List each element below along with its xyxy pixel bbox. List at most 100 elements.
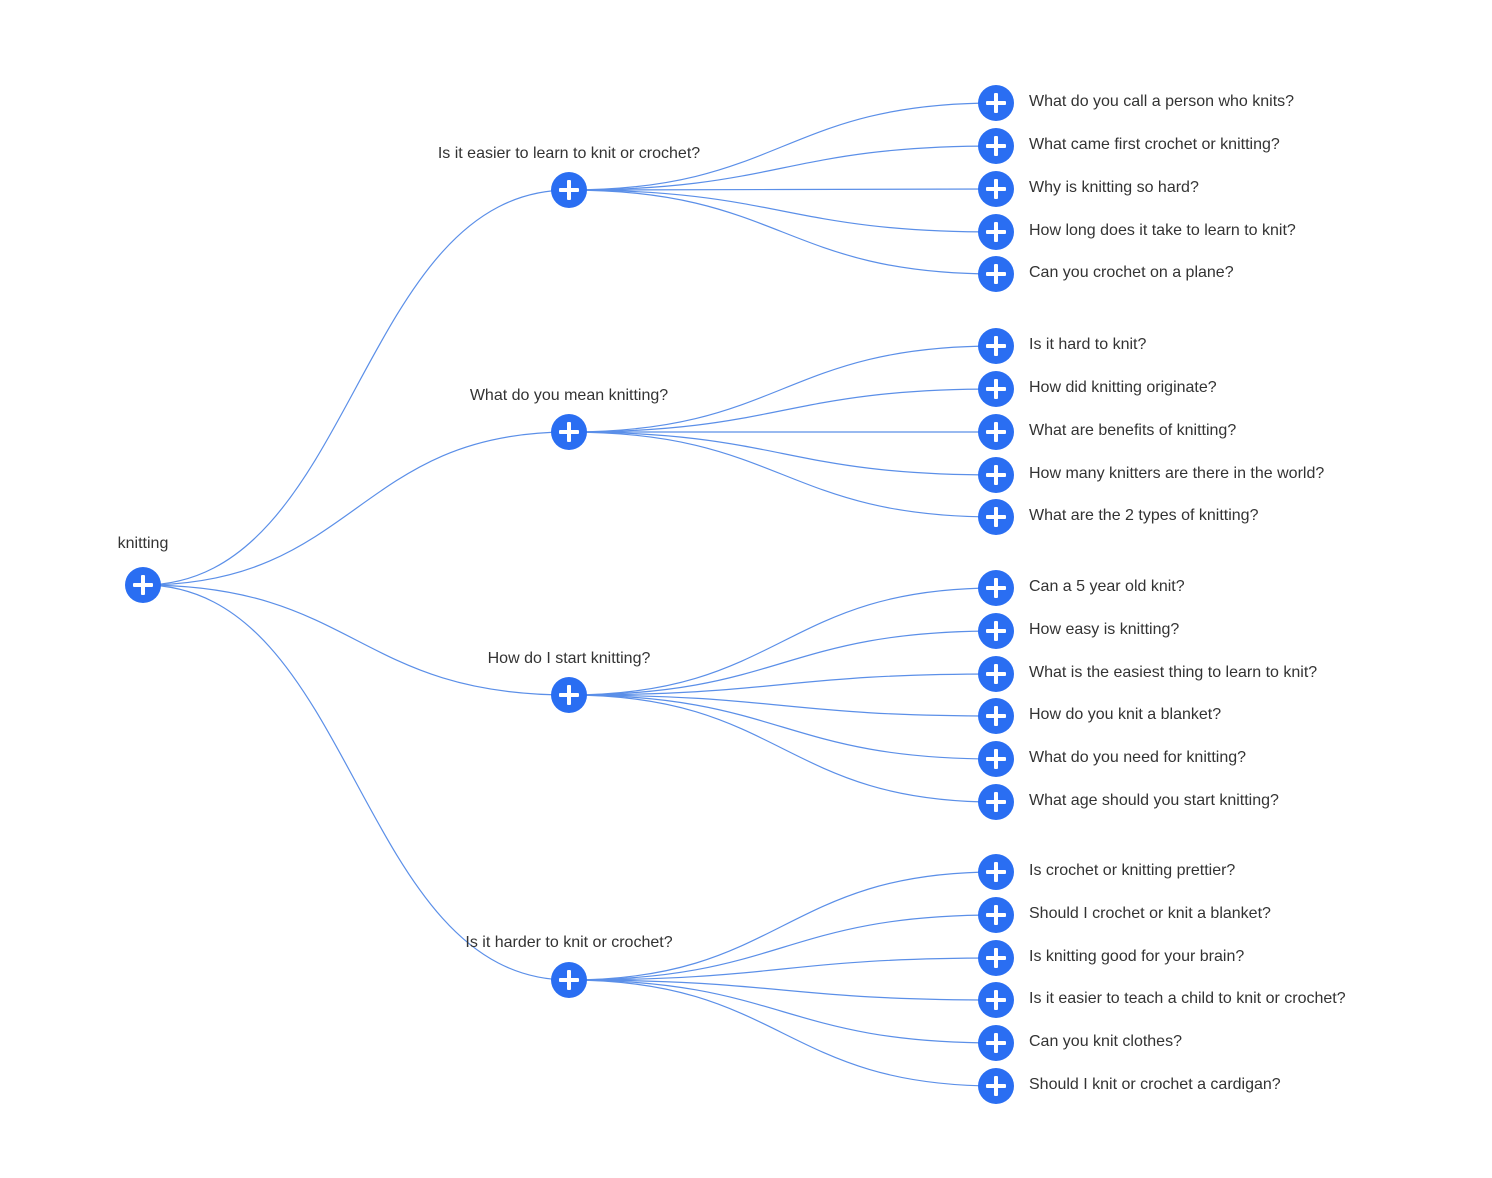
group-to-leaf-link: [568, 871, 997, 981]
group-to-leaf-link: [568, 587, 997, 696]
root-to-group-link: [142, 584, 570, 696]
leaf-node-button[interactable]: [978, 741, 1014, 777]
plus-circle-icon: [978, 897, 1014, 933]
leaf-label: What is the easiest thing to learn to kn…: [1029, 664, 1317, 681]
leaf-node-button[interactable]: [978, 784, 1014, 820]
group-to-leaf-link: [568, 189, 997, 275]
tree-links: [142, 102, 997, 1087]
leaf-node-button[interactable]: [978, 656, 1014, 692]
group-node-button[interactable]: [551, 962, 587, 998]
group-to-leaf-link: [568, 188, 997, 191]
leaf-node-button[interactable]: [978, 128, 1014, 164]
leaf-node-button[interactable]: [978, 897, 1014, 933]
leaf-label: Can you crochet on a plane?: [1029, 264, 1234, 281]
leaf-label: Is crochet or knitting prettier?: [1029, 862, 1235, 879]
group-to-leaf-link: [568, 102, 997, 191]
group-to-leaf-link: [568, 388, 997, 433]
leaf-node-button[interactable]: [978, 613, 1014, 649]
plus-circle-icon: [978, 698, 1014, 734]
plus-circle-icon: [978, 784, 1014, 820]
group-label: Is it harder to knit or crochet?: [465, 934, 672, 951]
group-to-leaf-link: [568, 189, 997, 233]
plus-circle-icon: [978, 371, 1014, 407]
leaf-label: How do you knit a blanket?: [1029, 706, 1221, 723]
group-label: How do I start knitting?: [488, 650, 651, 667]
group-label: Is it easier to learn to knit or crochet…: [438, 145, 700, 162]
plus-circle-icon: [978, 656, 1014, 692]
leaf-label: How many knitters are there in the world…: [1029, 465, 1324, 482]
leaf-label: What are benefits of knitting?: [1029, 422, 1236, 439]
leaf-node-button[interactable]: [978, 85, 1014, 121]
group-to-leaf-link: [568, 957, 997, 981]
plus-circle-icon: [978, 741, 1014, 777]
group-to-leaf-link: [568, 694, 997, 803]
plus-circle-icon: [978, 1025, 1014, 1061]
leaf-node-button[interactable]: [978, 698, 1014, 734]
leaf-node-button[interactable]: [978, 1025, 1014, 1061]
group-node-button[interactable]: [551, 677, 587, 713]
plus-circle-icon: [978, 128, 1014, 164]
root-label: knitting: [118, 535, 169, 552]
plus-circle-icon: [978, 214, 1014, 250]
leaf-label: Why is knitting so hard?: [1029, 179, 1199, 196]
plus-circle-icon: [978, 613, 1014, 649]
leaf-label: What do you call a person who knits?: [1029, 93, 1294, 110]
group-label: What do you mean knitting?: [470, 387, 668, 404]
leaf-label: How did knitting originate?: [1029, 379, 1217, 396]
leaf-label: Can a 5 year old knit?: [1029, 578, 1185, 595]
plus-circle-icon: [551, 414, 587, 450]
plus-circle-icon: [978, 457, 1014, 493]
plus-circle-icon: [978, 982, 1014, 1018]
group-to-leaf-link: [568, 979, 997, 1044]
leaf-label: Is knitting good for your brain?: [1029, 948, 1244, 965]
leaf-node-button[interactable]: [978, 499, 1014, 535]
group-to-leaf-link: [568, 694, 997, 760]
leaf-label: Should I knit or crochet a cardigan?: [1029, 1076, 1281, 1093]
leaf-node-button[interactable]: [978, 414, 1014, 450]
plus-circle-icon: [978, 414, 1014, 450]
leaf-node-button[interactable]: [978, 171, 1014, 207]
leaf-node-button[interactable]: [978, 328, 1014, 364]
leaf-node-button[interactable]: [978, 854, 1014, 890]
root-to-group-link: [142, 431, 570, 586]
leaf-label: What are the 2 types of knitting?: [1029, 507, 1259, 524]
tree-nodes: [125, 85, 1014, 1104]
group-node-button[interactable]: [551, 172, 587, 208]
leaf-node-button[interactable]: [978, 940, 1014, 976]
plus-circle-icon: [978, 328, 1014, 364]
leaf-node-button[interactable]: [978, 982, 1014, 1018]
group-node-button[interactable]: [551, 414, 587, 450]
group-to-leaf-link: [568, 979, 997, 1001]
root-to-group-link: [142, 584, 570, 981]
plus-circle-icon: [551, 172, 587, 208]
leaf-label: Can you knit clothes?: [1029, 1033, 1182, 1050]
group-to-leaf-link: [568, 694, 997, 717]
plus-circle-icon: [551, 962, 587, 998]
leaf-label: What age should you start knitting?: [1029, 792, 1279, 809]
plus-circle-icon: [978, 85, 1014, 121]
root-node-button[interactable]: [125, 567, 161, 603]
plus-circle-icon: [978, 570, 1014, 606]
group-to-leaf-link: [568, 673, 997, 696]
plus-circle-icon: [978, 854, 1014, 890]
leaf-node-button[interactable]: [978, 214, 1014, 250]
plus-circle-icon: [978, 499, 1014, 535]
leaf-node-button[interactable]: [978, 1068, 1014, 1104]
leaf-node-button[interactable]: [978, 457, 1014, 493]
leaf-node-button[interactable]: [978, 371, 1014, 407]
plus-circle-icon: [125, 567, 161, 603]
leaf-label: What came first crochet or knitting?: [1029, 136, 1280, 153]
plus-circle-icon: [978, 940, 1014, 976]
group-to-leaf-link: [568, 431, 997, 476]
leaf-label: How long does it take to learn to knit?: [1029, 222, 1296, 239]
root-to-group-link: [142, 189, 570, 586]
leaf-label: What do you need for knitting?: [1029, 749, 1246, 766]
leaf-label: Should I crochet or knit a blanket?: [1029, 905, 1271, 922]
plus-circle-icon: [978, 171, 1014, 207]
plus-circle-icon: [978, 256, 1014, 292]
group-to-leaf-link: [568, 630, 997, 696]
group-to-leaf-link: [568, 914, 997, 981]
leaf-node-button[interactable]: [978, 256, 1014, 292]
leaf-node-button[interactable]: [978, 570, 1014, 606]
